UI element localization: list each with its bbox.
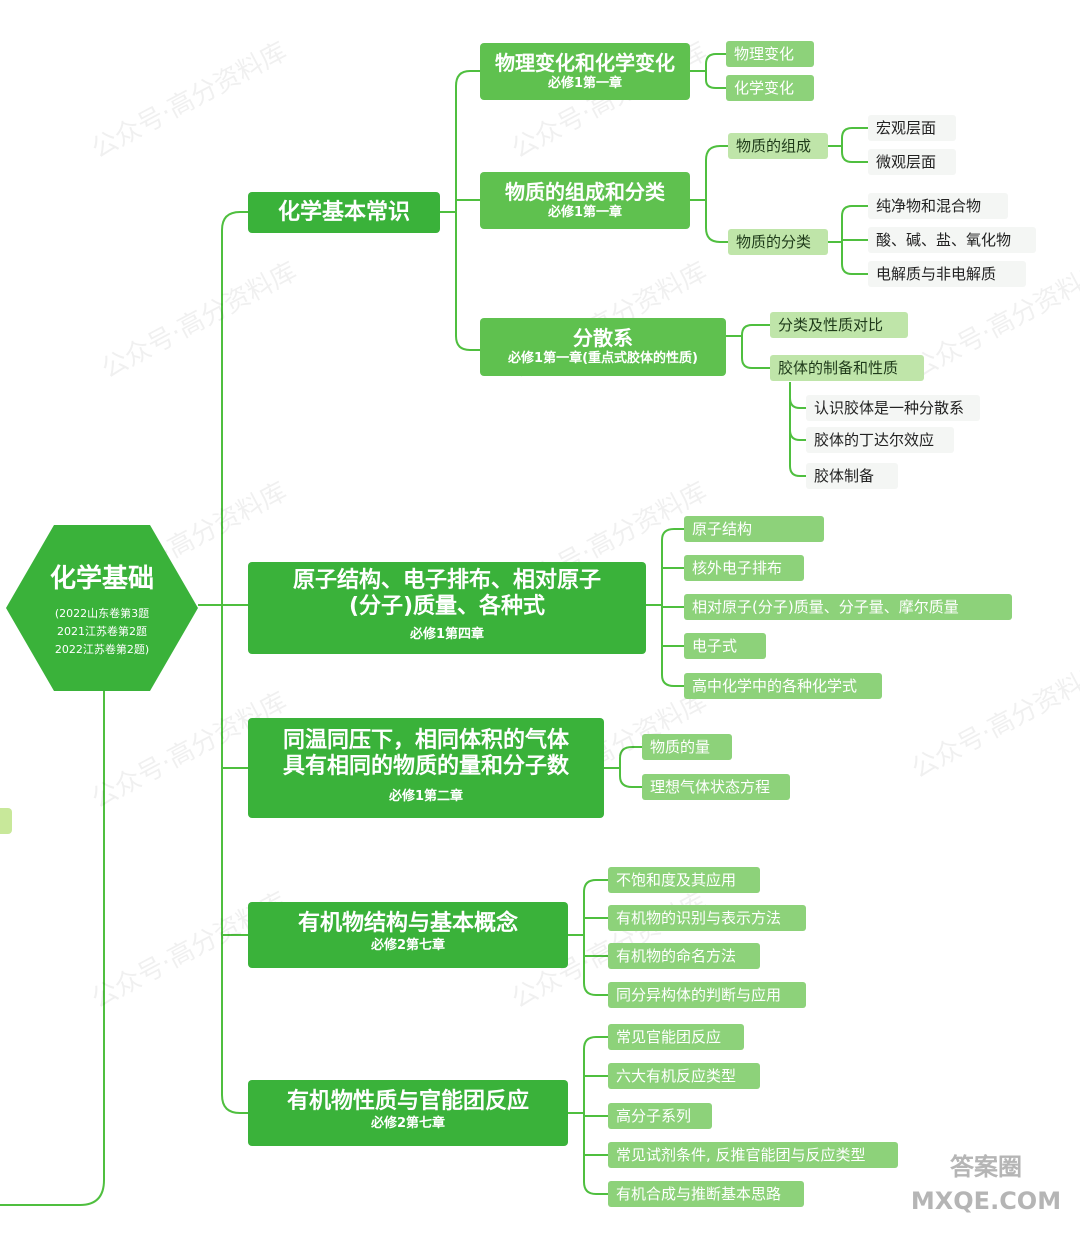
branch-title: 有机物结构与基本概念 (297, 911, 518, 936)
node-title: 物理变化和化学变化 (495, 51, 675, 75)
leaf-electron-formula[interactable]: 电子式 (684, 633, 766, 659)
root-exam-list: (2022山东卷第3题 2021江苏卷第2题 2022江苏卷第2题) (6, 605, 198, 659)
branch-note: 必修1第二章 (388, 789, 464, 804)
leaf-colloid-prep[interactable]: 胶体的制备和性质 (770, 355, 924, 381)
leaf-amount-of-substance[interactable]: 物质的量 (642, 734, 732, 760)
leaf-pure-mixture[interactable]: 纯净物和混合物 (868, 193, 1008, 219)
branch-atomic-structure[interactable]: 原子结构、电子排布、相对原子 (分子)质量、各种式 必修1第四章 (248, 562, 646, 654)
leaf-reaction-types[interactable]: 六大有机反应类型 (608, 1063, 760, 1089)
leaf-colloid-dispersion[interactable]: 认识胶体是一种分散系 (806, 395, 980, 421)
leaf-relative-mass[interactable]: 相对原子(分子)质量、分子量、摩尔质量 (684, 594, 1012, 620)
leaf-naming[interactable]: 有机物的命名方法 (608, 943, 760, 969)
leaf-chemical-formulas[interactable]: 高中化学中的各种化学式 (684, 673, 882, 699)
node-composition-classification[interactable]: 物质的组成和分类 必修1第一章 (480, 172, 690, 229)
branch-note: 必修2第七章 (370, 938, 446, 953)
node-title: 物质的组成和分类 (505, 180, 665, 204)
root-exam: 2021江苏卷第2题 (57, 625, 147, 638)
leaf-classification-compare[interactable]: 分类及性质对比 (770, 312, 908, 338)
root-title: 化学基础 (49, 564, 154, 594)
leaf-isomers[interactable]: 同分异构体的判断与应用 (608, 982, 806, 1008)
leaf-ideal-gas[interactable]: 理想气体状态方程 (642, 774, 790, 800)
node-note: 必修1第一章(重点式胶体的性质) (508, 351, 698, 366)
group-composition[interactable]: 物质的组成 (728, 133, 828, 159)
node-title: 分散系 (573, 326, 633, 350)
leaf-macro[interactable]: 宏观层面 (868, 115, 956, 141)
leaf-organic-identification[interactable]: 有机物的识别与表示方法 (608, 905, 806, 931)
node-physical-chemical-change[interactable]: 物理变化和化学变化 必修1第一章 (480, 43, 690, 100)
leaf-reagent-conditions[interactable]: 常见试剂条件, 反推官能团与反应类型 (608, 1142, 898, 1168)
branch-organic-structure[interactable]: 有机物结构与基本概念 必修2第七章 (248, 902, 568, 968)
branch-title-line: 原子结构、电子排布、相对原子 (292, 568, 601, 593)
branch-basic-knowledge[interactable]: 化学基本常识 (248, 192, 440, 233)
root-exam: 2022江苏卷第2题) (54, 643, 150, 656)
node-dispersion-system[interactable]: 分散系 必修1第一章(重点式胶体的性质) (480, 318, 726, 376)
leaf-electrolyte[interactable]: 电解质与非电解质 (868, 261, 1026, 287)
leaf-atomic-structure[interactable]: 原子结构 (684, 516, 824, 542)
leaf-colloid-making[interactable]: 胶体制备 (806, 463, 898, 489)
branch-note: 必修2第七章 (370, 1116, 446, 1131)
branch-title-line: (分子)质量、各种式 (348, 594, 546, 619)
leaf-synthesis[interactable]: 有机合成与推断基本思路 (608, 1181, 804, 1207)
leaf-polymers[interactable]: 高分子系列 (608, 1103, 712, 1129)
leaf-micro[interactable]: 微观层面 (868, 149, 956, 175)
group-classification[interactable]: 物质的分类 (728, 229, 828, 255)
leaf-tyndall[interactable]: 胶体的丁达尔效应 (806, 427, 954, 453)
edge-marker (0, 808, 12, 834)
leaf-unsaturation[interactable]: 不饱和度及其应用 (608, 867, 760, 893)
branch-title-line: 同温同压下，相同体积的气体 (282, 728, 569, 753)
root-node[interactable]: 化学基础 (2022山东卷第3题 2021江苏卷第2题 2022江苏卷第2题) (6, 525, 198, 691)
leaf-physical-change[interactable]: 物理变化 (726, 41, 814, 67)
branch-title: 有机物性质与官能团反应 (286, 1089, 529, 1114)
corner-logo: 答案圈 MXQE.COM (910, 1153, 1062, 1215)
branch-title-line: 具有相同的物质的量和分子数 (282, 754, 569, 779)
branch-note: 必修1第四章 (409, 627, 485, 642)
node-note: 必修1第一章 (547, 76, 623, 91)
leaf-chemical-change[interactable]: 化学变化 (726, 75, 814, 101)
root-exam: (2022山东卷第3题 (54, 607, 150, 620)
node-note: 必修1第一章 (547, 205, 623, 220)
leaf-functional-groups[interactable]: 常见官能团反应 (608, 1024, 744, 1050)
branch-avogadro[interactable]: 同温同压下，相同体积的气体 具有相同的物质的量和分子数 必修1第二章 (248, 718, 604, 818)
leaf-electron-config[interactable]: 核外电子排布 (684, 555, 804, 581)
leaf-acid-base-salt[interactable]: 酸、碱、盐、氧化物 (868, 227, 1036, 253)
branch-organic-properties[interactable]: 有机物性质与官能团反应 必修2第七章 (248, 1080, 568, 1146)
